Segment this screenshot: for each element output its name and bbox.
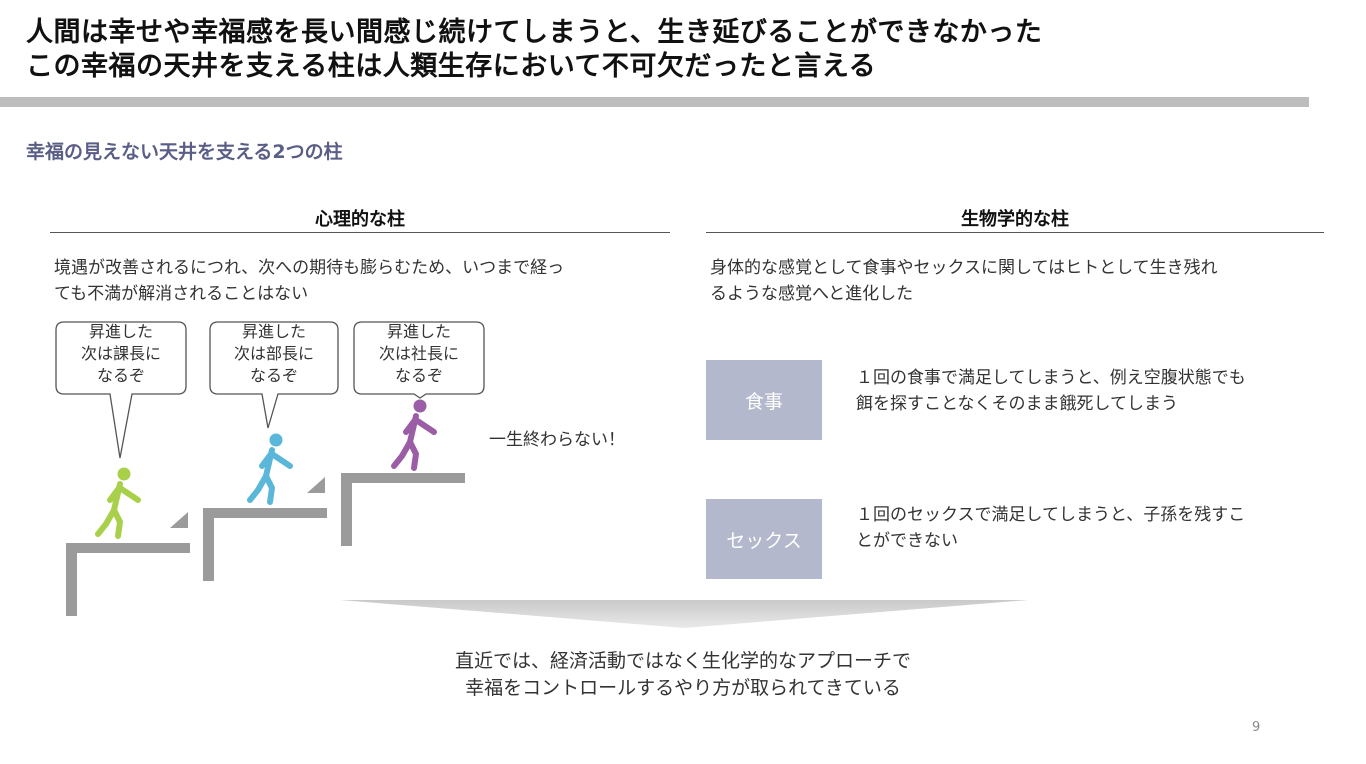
bubble-1-line-1: 昇進した (88, 322, 153, 341)
right-desc-line-1: 身体的な感覚として食事やセックスに関してはヒトとして生き残れ (710, 258, 1218, 278)
left-desc-line-2: ても不満が解消されることはない (54, 284, 309, 304)
stair-riser-1 (66, 543, 77, 616)
right-column-description: 身体的な感覚として食事やセックスに関してはヒトとして生き残れ るような感覚へと進… (710, 255, 1324, 307)
bubble-1-line-2: 次は課長に (80, 344, 161, 363)
speech-bubble-1 (55, 321, 187, 459)
section-subtitle: 幸福の見えない天井を支える2つの柱 (26, 141, 343, 163)
right-desc-line-2: るような感覚へと進化した (710, 284, 914, 304)
food-description: １回の食事で満足してしまうと、例え空腹状態でも 餌を探すことなくそのまま餓死して… (856, 365, 1326, 417)
title-divider-bar (0, 97, 1309, 107)
speech-bubble-3 (353, 321, 485, 399)
stair-riser-3 (341, 473, 352, 546)
speech-bubble-3-text: 昇進した 次は社長に なるぞ (354, 321, 484, 387)
conclusion-text: 直近では、経済活動ではなく生化学的なアプローチで 幸福をコントロールするやり方が… (340, 648, 1026, 702)
bubble-2-line-3: なるぞ (249, 366, 298, 385)
stair-step-3 (341, 473, 465, 483)
page-number: 9 (1252, 720, 1261, 735)
speech-bubble-2 (209, 321, 339, 429)
stairs (66, 473, 465, 616)
stair-wedge-2 (307, 477, 325, 493)
bubble-3-line-1: 昇進した (386, 322, 451, 341)
food-desc-line-2: 餌を探すことなくそのまま餓死してしまう (856, 394, 1178, 414)
speech-bubble-1-text: 昇進した 次は課長に なるぞ (56, 321, 186, 387)
sex-description: １回のセックスで満足してしまうと、子孫を残すこ とができない (856, 502, 1326, 554)
bubble-1-line-3: なるぞ (96, 366, 145, 385)
stair-riser-2 (203, 508, 214, 581)
left-desc-line-1: 境遇が改善されるにつれ、次への期待も膨らむため、いつまで経っ (54, 258, 565, 278)
conclusion-line-1: 直近では、経済活動ではなく生化学的なアプローチで (454, 650, 911, 672)
conclusion-arrow-shape (340, 600, 1028, 628)
bubble-2-line-1: 昇進した (241, 322, 306, 341)
slide-title: 人間は幸せや幸福感を長い間感じ続けてしまうと、生き延びることができなかった この… (26, 16, 1042, 84)
staircase-illustration (55, 321, 485, 616)
food-label-box: 食事 (706, 360, 822, 440)
stair-step-1 (66, 543, 190, 553)
walking-person-icon-purple (391, 399, 437, 471)
left-column-rule (50, 232, 670, 233)
walking-person-icon-green (95, 467, 141, 539)
stair-wedge-1 (170, 512, 188, 528)
right-column-rule (706, 232, 1324, 233)
sex-desc-line-2: とができない (856, 531, 958, 551)
stair-step-2 (203, 508, 327, 518)
sex-label-box: セックス (706, 499, 822, 579)
slide-title-line-2: この幸福の天井を支える柱は人類生存において不可欠だったと言える (26, 51, 877, 82)
walking-person-icon-blue (247, 433, 293, 505)
left-column-heading: 心理的な柱 (315, 209, 405, 230)
bubble-3-line-2: 次は社長に (378, 344, 459, 363)
left-column-description: 境遇が改善されるにつれ、次への期待も膨らむため、いつまで経っ ても不満が解消され… (54, 255, 670, 307)
speech-bubble-2-text: 昇進した 次は部長に なるぞ (210, 321, 338, 387)
slide-title-line-1: 人間は幸せや幸福感を長い間感じ続けてしまうと、生き延びることができなかった (26, 17, 1043, 48)
right-column-heading: 生物学的な柱 (961, 209, 1069, 230)
conclusion-line-2: 幸福をコントロールするやり方が取られてきている (465, 677, 901, 699)
bubble-2-line-2: 次は部長に (233, 344, 314, 363)
never-ending-label: 一生終わらない！ (489, 430, 625, 450)
bubble-3-line-3: なるぞ (394, 366, 443, 385)
food-desc-line-1: １回の食事で満足してしまうと、例え空腹状態でも (856, 368, 1246, 388)
sex-desc-line-1: １回のセックスで満足してしまうと、子孫を残すこ (856, 505, 1246, 525)
